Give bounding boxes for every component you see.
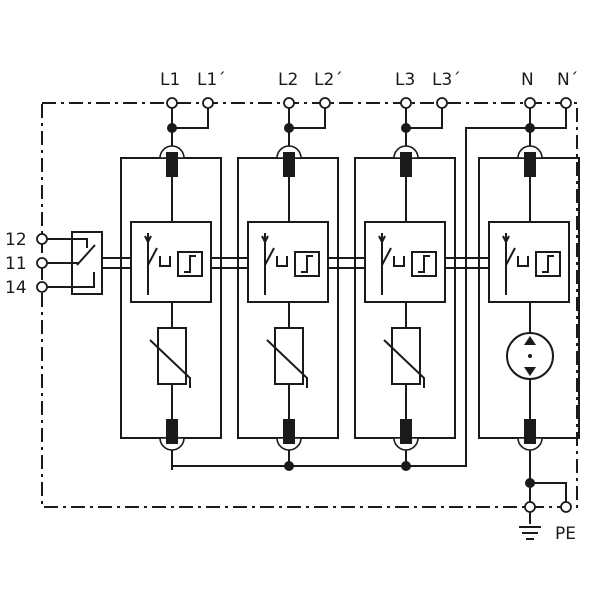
terminal-n-prime — [560, 97, 572, 109]
terminal-l3-prime — [436, 97, 448, 109]
earth-icon — [519, 512, 541, 540]
varistor-l2 — [266, 327, 308, 388]
label-pe: PE — [555, 524, 576, 544]
disconnector-l2 — [247, 221, 329, 303]
terminal-earth — [524, 501, 536, 513]
junction-dots — [167, 123, 535, 488]
terminal-12 — [36, 233, 48, 245]
terminal-l2 — [283, 97, 295, 109]
label-l2-prime: L2´ — [314, 70, 343, 90]
terminal-l1 — [166, 97, 178, 109]
spark-gap-n — [506, 332, 554, 380]
varistor-l3 — [383, 327, 425, 388]
disconnector-l1 — [130, 221, 212, 303]
disconnector-n — [488, 221, 570, 303]
signal-contact — [47, 231, 103, 295]
bottom-fuses — [159, 419, 543, 451]
label-11: 11 — [5, 254, 27, 274]
label-l2: L2 — [278, 70, 298, 90]
disconnector-l3 — [364, 221, 446, 303]
label-n-prime: N´ — [557, 70, 578, 90]
top-terminals — [166, 97, 572, 109]
terminal-pe — [560, 501, 572, 513]
terminal-l2-prime — [319, 97, 331, 109]
terminal-l3 — [400, 97, 412, 109]
terminal-11 — [36, 257, 48, 269]
terminal-14 — [36, 281, 48, 293]
label-14: 14 — [5, 278, 27, 298]
label-n: N — [521, 70, 534, 90]
bottom-bus — [171, 452, 567, 507]
device-housing — [41, 102, 578, 508]
label-l3: L3 — [395, 70, 415, 90]
varistor-l1 — [149, 327, 191, 388]
bottom-terminals — [524, 501, 572, 513]
module-internal-wires — [171, 158, 531, 510]
label-12: 12 — [5, 230, 27, 250]
left-terminals — [36, 233, 48, 293]
label-l1-prime: L1´ — [197, 70, 226, 90]
aux-bus — [102, 257, 489, 269]
terminal-n — [524, 97, 536, 109]
terminal-l1-prime — [202, 97, 214, 109]
label-l1: L1 — [160, 70, 180, 90]
label-l3-prime: L3´ — [432, 70, 461, 90]
top-fuses — [159, 145, 543, 177]
